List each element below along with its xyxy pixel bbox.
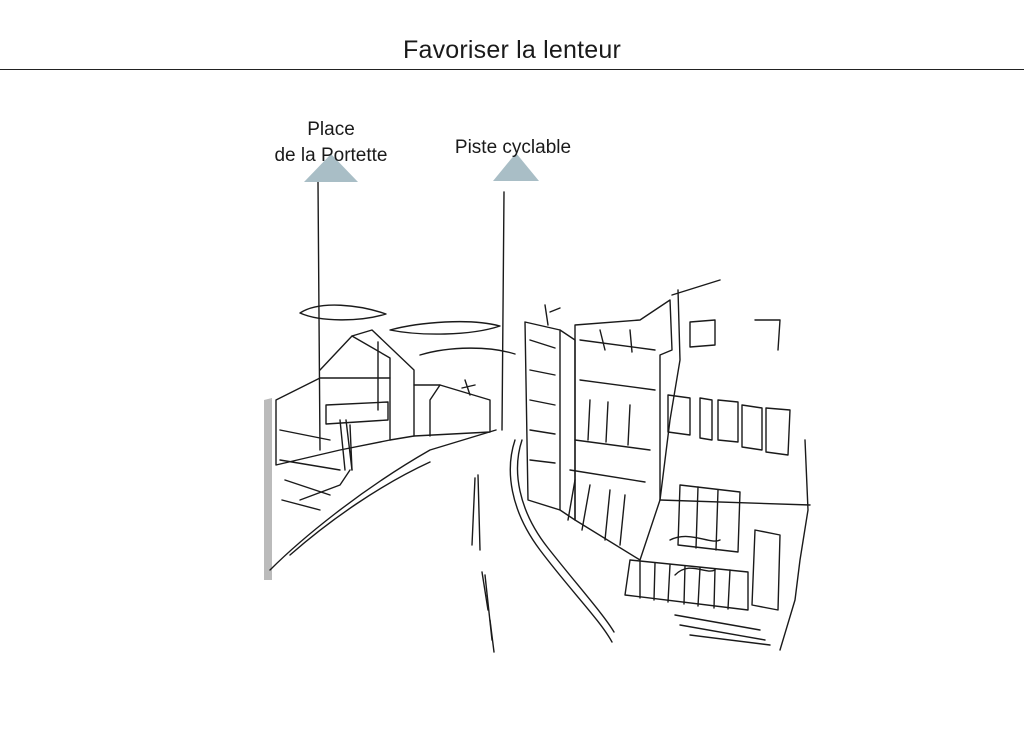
place-annotation-line2: de la Portette [274, 145, 388, 166]
place-annotation: Place de la Portette [256, 117, 406, 169]
place-marker-icon [304, 154, 358, 182]
place-annotation-line1: Place [307, 119, 355, 140]
bike-lane-annotation: Piste cyclable [454, 137, 572, 158]
title-divider [0, 69, 1024, 70]
bike-lane-marker-icon [493, 153, 539, 181]
page-title: Favoriser la lenteur [403, 36, 621, 64]
